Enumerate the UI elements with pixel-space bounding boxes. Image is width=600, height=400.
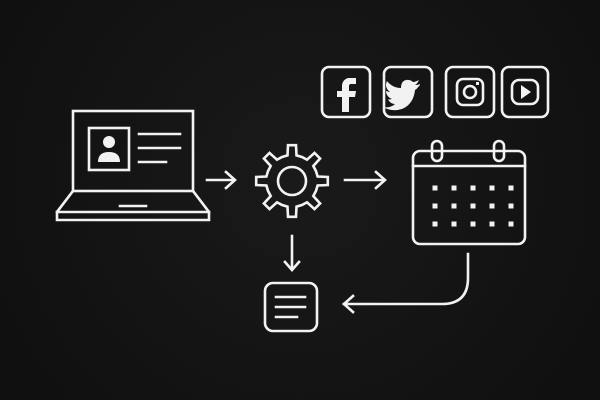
laptop-profile-icon	[55, 109, 211, 222]
calendar-date-dot	[470, 221, 476, 227]
arrow-calendar-to-document	[342, 252, 470, 314]
calendar-icon	[411, 139, 527, 246]
gear-icon	[254, 143, 330, 219]
calendar-date-dot	[489, 221, 495, 227]
calendar-date-dot	[432, 221, 438, 227]
calendar-date-dot	[451, 203, 457, 209]
calendar-date-dot	[508, 221, 514, 227]
calendar-date-dot	[432, 185, 438, 191]
calendar-date-dot	[451, 221, 457, 227]
social-icons-row	[320, 65, 550, 119]
twitter-icon[interactable]	[382, 65, 434, 119]
arrow-gear-to-calendar	[343, 170, 387, 190]
profile-card-icon	[87, 126, 131, 172]
facebook-icon[interactable]	[320, 65, 372, 119]
instagram-icon[interactable]	[444, 65, 496, 119]
youtube-icon[interactable]	[500, 65, 550, 119]
calendar-date-dot	[432, 203, 438, 209]
calendar-date-dot	[508, 203, 514, 209]
arrow-gear-to-document	[283, 234, 301, 272]
document-icon	[263, 281, 319, 333]
calendar-date-dot	[508, 185, 514, 191]
calendar-date-dot	[451, 185, 457, 191]
arrow-laptop-to-gear	[205, 170, 237, 190]
calendar-date-dot	[489, 203, 495, 209]
calendar-date-dot	[470, 185, 476, 191]
calendar-date-dot	[489, 185, 495, 191]
calendar-date-grid	[432, 185, 514, 227]
calendar-date-dot	[470, 203, 476, 209]
